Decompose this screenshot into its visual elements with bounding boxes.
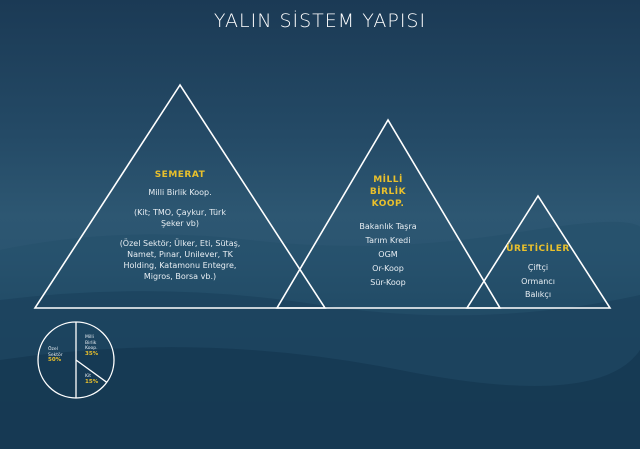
pie-chart (37, 321, 115, 399)
semerat-block: SEMERAT Milli Birlik Koop. (Kit; TMO, Ça… (115, 170, 245, 288)
list-item: Tarım Kredi (365, 236, 411, 245)
pie-value: 15% (85, 378, 99, 385)
milli-birlik-block: MİLLİ BİRLİK KOOP. Bakanlık Taşra Tarım … (345, 174, 431, 290)
list-item: Ormancı (521, 276, 555, 286)
list-item: Balıkçı (524, 290, 552, 299)
semerat-heading: SEMERAT (154, 170, 206, 180)
list-item: Or-Koop (372, 264, 404, 273)
label-line: Kit (85, 374, 91, 379)
list-item: Bakanlık Taşra (359, 222, 417, 231)
label-line: Koop. (85, 346, 98, 351)
label-line: Özel (48, 347, 58, 352)
semerat-line1: Milli Birlik Koop. (148, 188, 212, 197)
pie-value: 50% (48, 357, 62, 363)
pie-value: 35% (85, 350, 99, 357)
pie-label-milli: Milli Birlik Koop. 35% (85, 335, 98, 357)
semerat-line3: (Özel Sektör; Ülker, Eti, Sütaş, Namet, … (119, 239, 241, 281)
label-line: Sektör (48, 352, 63, 358)
triangle-ureticiler (465, 194, 612, 309)
heading-line: BİRLİK (369, 187, 407, 197)
page-title: YALIN SİSTEM YAPISI (213, 10, 427, 32)
label-line: Milli (85, 335, 94, 340)
pie-label-kit: Kit 15% (85, 374, 98, 385)
heading-line: MİLLİ (373, 175, 403, 185)
heading-line: KOOP. (371, 199, 405, 209)
list-item: OGM (378, 250, 398, 259)
list-item: Çiftçi (527, 263, 549, 272)
milli-birlik-heading: MİLLİ BİRLİK KOOP. (345, 174, 431, 210)
ureticiler-block: ÜRETİCİLER Çiftçi Ormancı Balıkçı (498, 244, 578, 302)
semerat-line2: (Kit; TMO, Çaykur, Türk Şeker vb) (134, 208, 226, 228)
ureticiler-heading: ÜRETİCİLER (506, 244, 570, 254)
list-item: Sür-Koop (370, 278, 406, 287)
triangle-milli-birlik (275, 118, 502, 309)
pie-divider-kit (75, 359, 108, 383)
label-line: Birlik (85, 340, 97, 346)
pie-label-ozel: Özel Sektör 50% (48, 347, 63, 364)
triangle-semerat (33, 83, 327, 309)
